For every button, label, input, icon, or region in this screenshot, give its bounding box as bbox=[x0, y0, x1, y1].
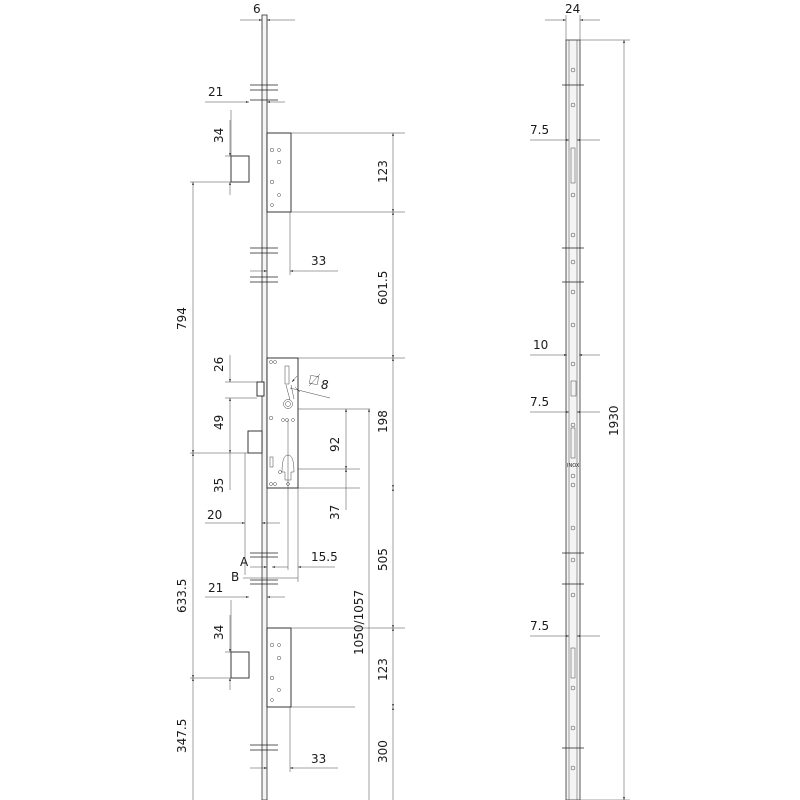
dim-latch-width: 10 bbox=[533, 338, 548, 352]
dim-center-to-bottom-bolt: 633.5 bbox=[175, 579, 189, 613]
dim-spindle-square: 8 bbox=[321, 378, 329, 392]
dim-rod-thickness: 6 bbox=[253, 2, 261, 16]
bottom-lock-case bbox=[266, 627, 292, 708]
dim-deadbolt-projection: 20 bbox=[207, 508, 222, 522]
faceplate-marking: INOX bbox=[567, 463, 580, 469]
label-a: A bbox=[240, 555, 249, 569]
rod bbox=[261, 14, 268, 800]
latch bbox=[256, 381, 265, 397]
dim-main-case-height: 198 bbox=[376, 410, 390, 433]
dim-top-roller-offset: 33 bbox=[311, 254, 326, 268]
dim-top-bolt-height: 34 bbox=[212, 128, 226, 143]
dim-top-slot-width: 7.5 bbox=[530, 123, 549, 137]
guides bbox=[250, 84, 278, 751]
dim-top-to-center: 794 bbox=[175, 307, 189, 330]
side-view: INOX 24 7.5 10 7.5 1930 7.5 bbox=[530, 2, 630, 800]
deadbolt bbox=[247, 430, 263, 454]
dim-bottom-bolt-projection: 21 bbox=[208, 581, 223, 595]
dimension-lines bbox=[190, 15, 405, 800]
dim-top-case-height: 123 bbox=[376, 160, 390, 183]
label-b: B bbox=[231, 570, 239, 584]
side-dimension-lines bbox=[530, 15, 630, 800]
dim-backset: 15.5 bbox=[311, 550, 338, 564]
front-view: 6 21 34 123 794 33 601.5 26 8 49 92 198 … bbox=[175, 2, 405, 800]
top-bolt bbox=[230, 155, 250, 183]
dim-bottom-roller-offset: 33 bbox=[311, 752, 326, 766]
main-lock-case bbox=[266, 357, 299, 489]
top-lock-case bbox=[266, 132, 292, 213]
dim-faceplate-width: 24 bbox=[565, 2, 580, 16]
dim-handle-height: 1050/1057 bbox=[352, 590, 366, 655]
bottom-bolt bbox=[230, 651, 250, 679]
dim-bottom-case-to-end: 300 bbox=[376, 740, 390, 763]
faceplate-holes bbox=[570, 67, 577, 771]
dim-deadbolt-height: 35 bbox=[212, 478, 226, 493]
dim-main-slot-width: 7.5 bbox=[530, 395, 549, 409]
dim-bottom-bolt-to-end: 347.5 bbox=[175, 719, 189, 753]
dim-top-bolt-projection: 21 bbox=[208, 85, 223, 99]
dim-bottom-case-height: 123 bbox=[376, 658, 390, 681]
faceplate bbox=[565, 39, 581, 800]
dim-latch-height: 26 bbox=[212, 357, 226, 372]
dim-top-to-main: 601.5 bbox=[376, 271, 390, 305]
dim-spindle-to-cylinder: 92 bbox=[328, 437, 342, 452]
square-diameter-icon bbox=[308, 373, 321, 387]
dim-deadbolt-offset: 49 bbox=[212, 415, 226, 430]
dim-total-length: 1930 bbox=[607, 405, 621, 436]
dim-main-to-bottom: 505 bbox=[376, 548, 390, 571]
dim-bottom-bolt-height: 34 bbox=[212, 625, 226, 640]
dim-cylinder-to-bottom: 37 bbox=[328, 505, 342, 520]
dim-bottom-slot-width: 7.5 bbox=[530, 619, 549, 633]
side-guides bbox=[562, 84, 584, 749]
